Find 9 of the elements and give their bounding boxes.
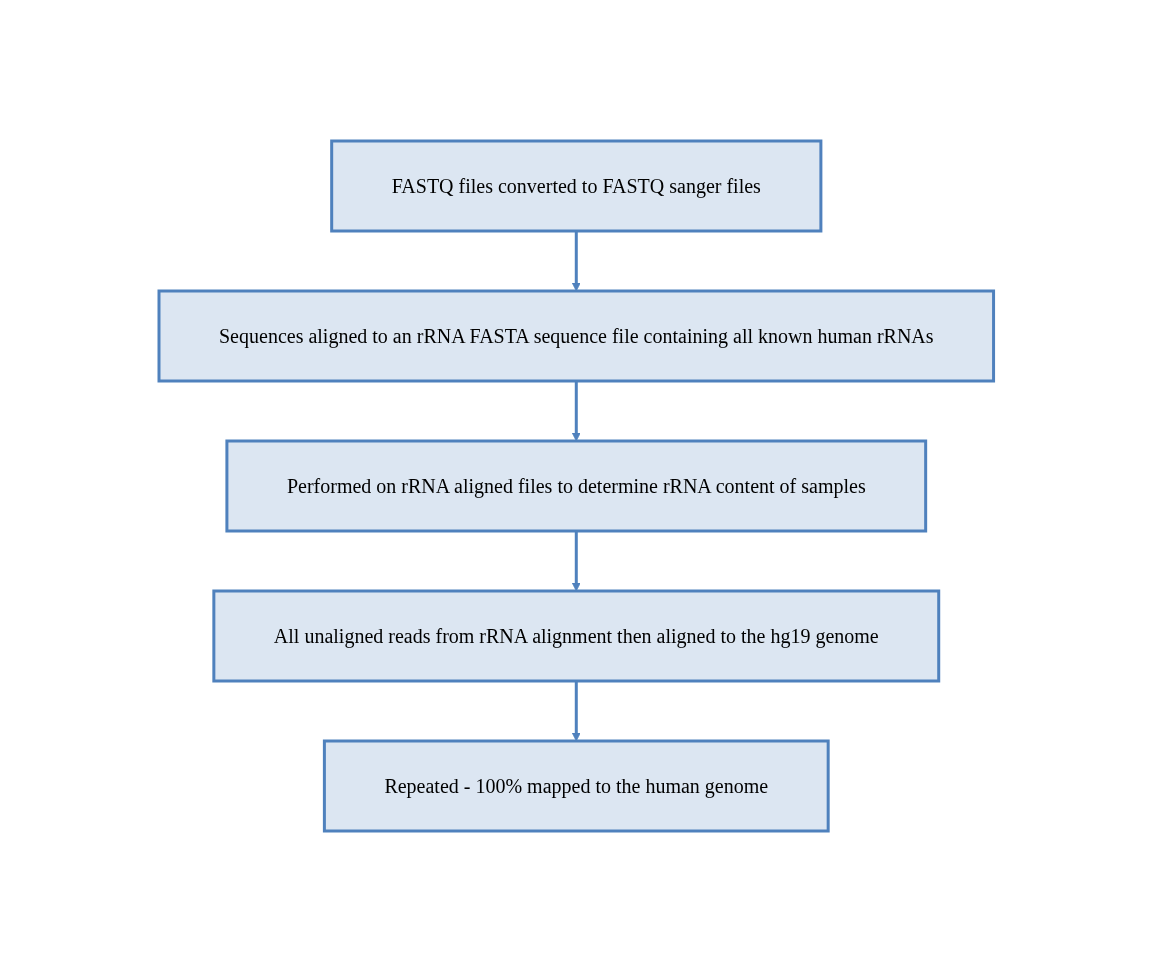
arrow <box>571 530 581 591</box>
arrow <box>571 230 581 291</box>
node-box: Performed on rRNA aligned files to determine rRNA content of samples <box>225 439 927 532</box>
node-box: FASTQ files converted to FASTQ sanger files <box>329 139 823 232</box>
node-box: Sequences aligned to an rRNA FASTA sequence file containing all known human rRNAs <box>157 289 995 382</box>
node-box: Repeated - 100% mapped to the human genome <box>322 739 830 832</box>
arrow <box>571 380 581 441</box>
arrow <box>571 680 581 741</box>
node-box: All unaligned reads from rRNA alignment then aligned to the hg19 genome <box>212 589 940 682</box>
